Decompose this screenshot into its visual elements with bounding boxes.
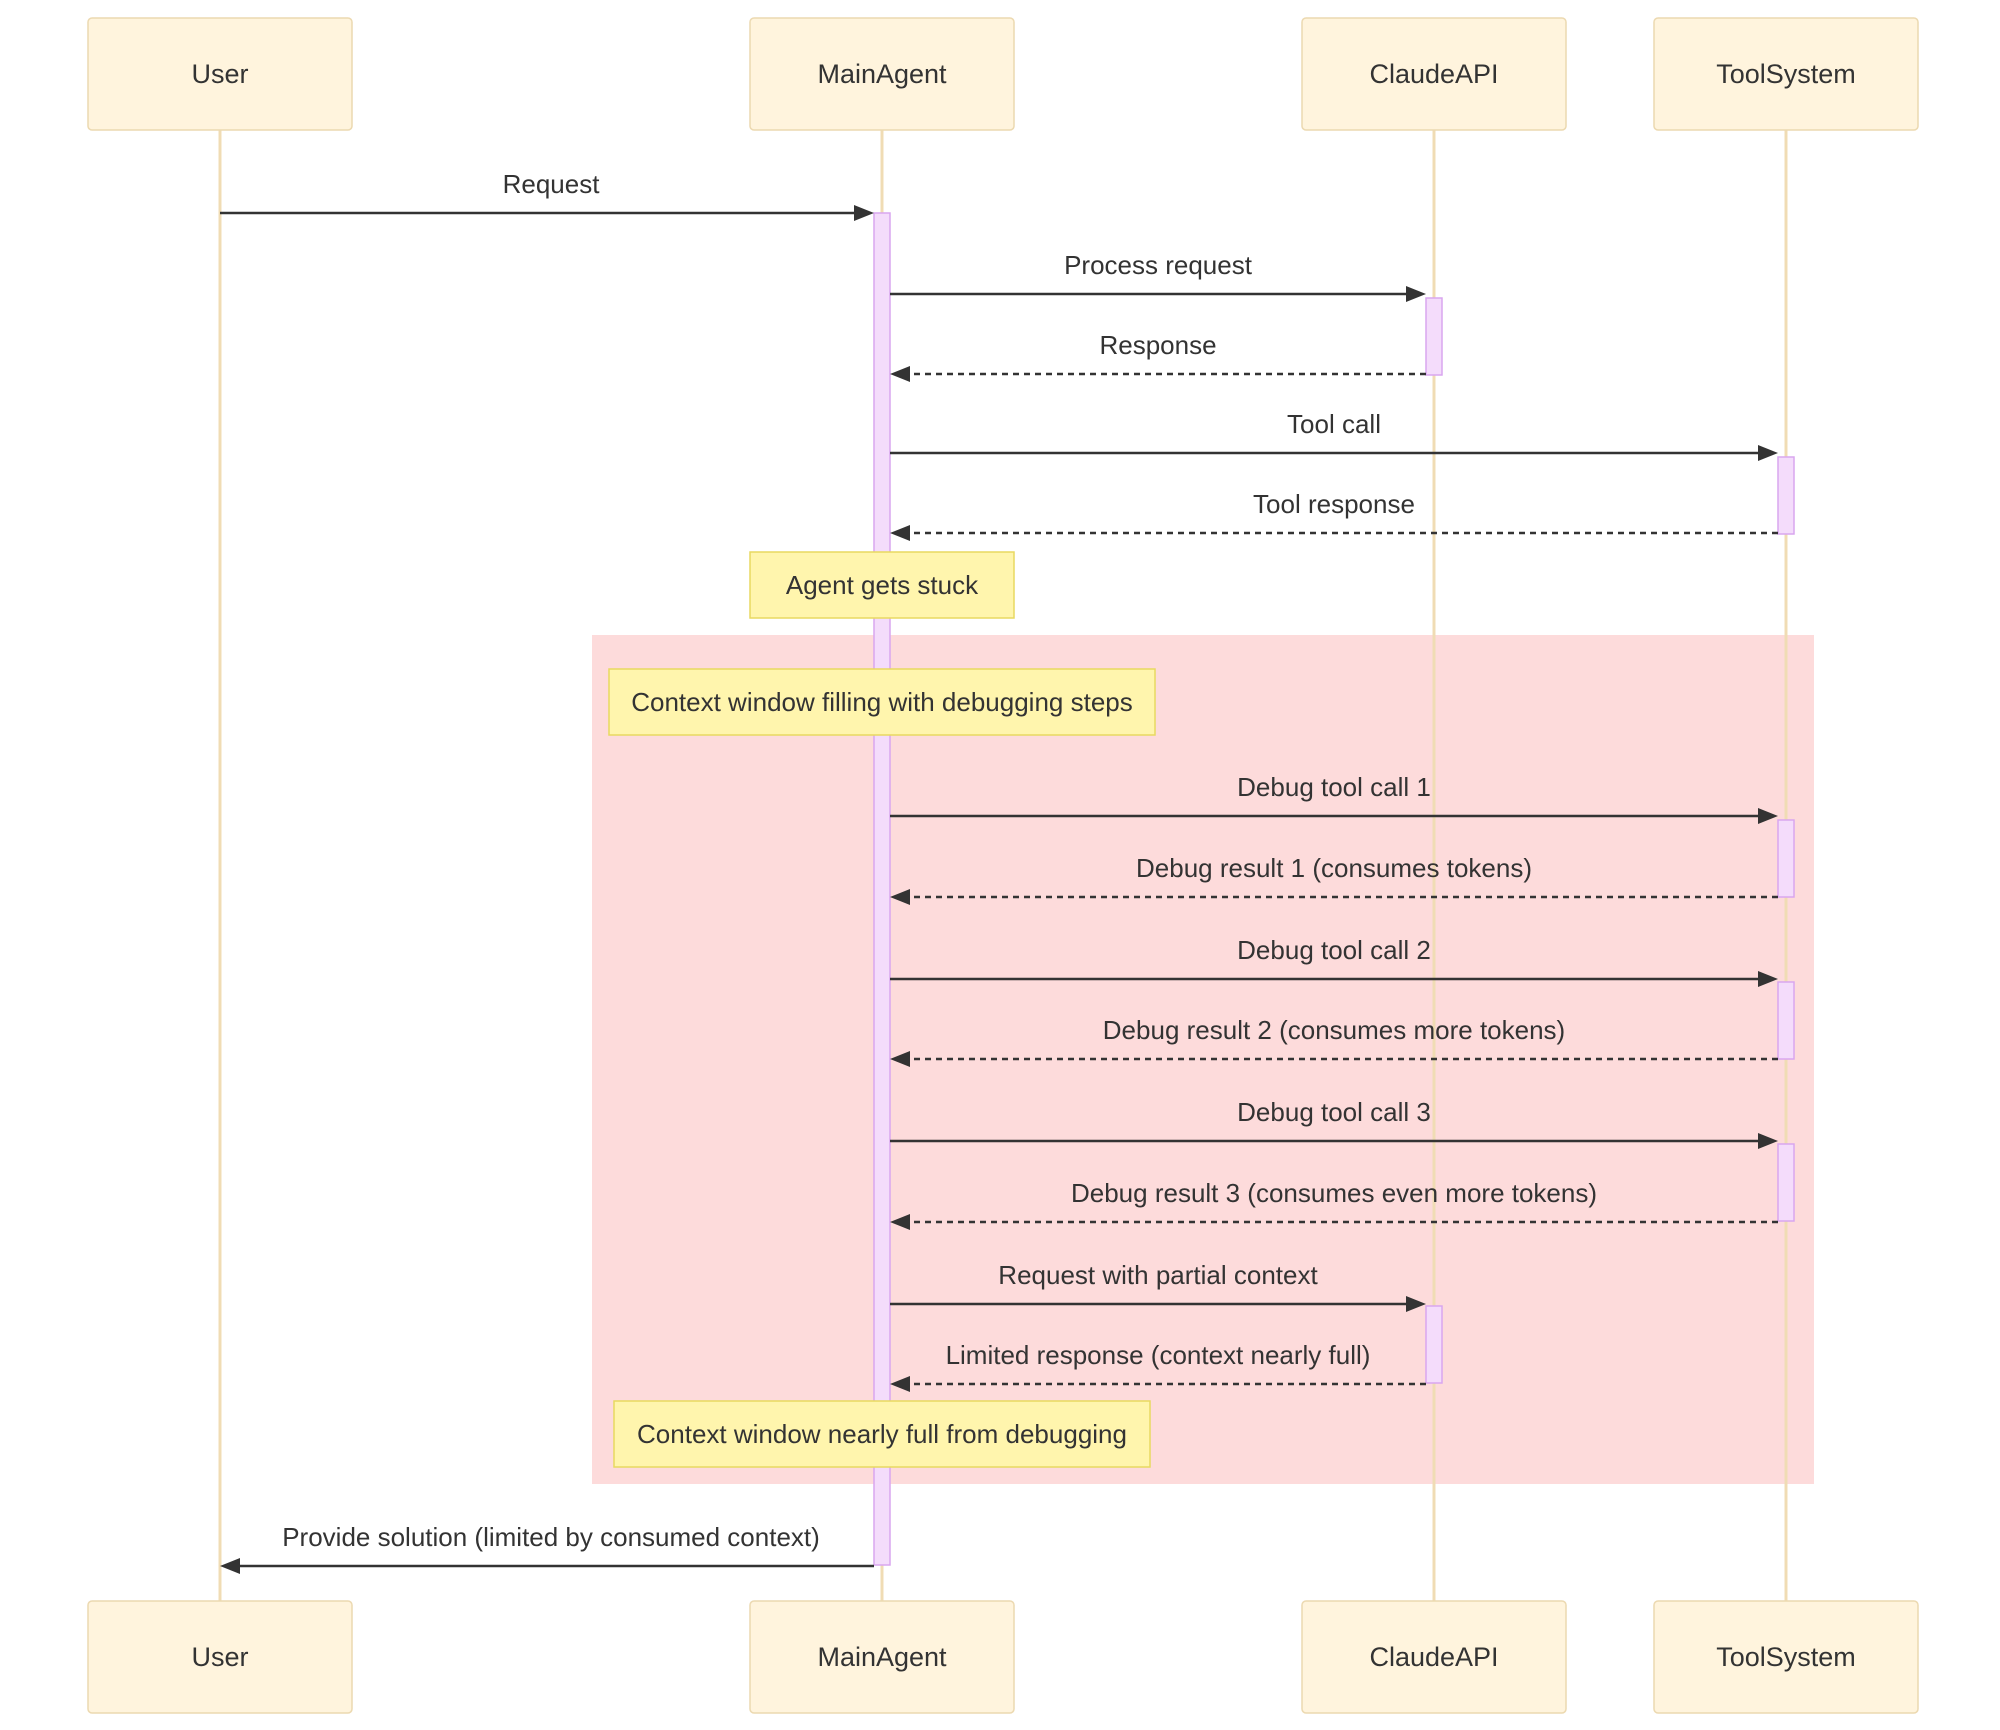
- arrow-head: [890, 1376, 910, 1392]
- arrow-head: [1758, 808, 1778, 824]
- note-box: [613, 1400, 1151, 1468]
- message-m13: Limited response (context nearly full): [890, 1340, 1426, 1392]
- message-label: Debug result 1 (consumes tokens): [1136, 853, 1532, 883]
- message-m12: Request with partial context: [890, 1260, 1426, 1312]
- note-text: Context window filling with debugging st…: [631, 687, 1133, 717]
- actor-tool-top: ToolSystem: [1653, 17, 1919, 131]
- arrow-head: [220, 1558, 240, 1574]
- message-label: Process request: [1064, 250, 1253, 280]
- arrow-head: [890, 1214, 910, 1230]
- actor-label: ToolSystem: [1716, 1642, 1856, 1672]
- note-n1: Agent gets stuck: [749, 551, 1015, 619]
- message-m9: Debug result 2 (consumes more tokens): [890, 1015, 1778, 1067]
- arrow-head: [1758, 445, 1778, 461]
- message-label: Debug tool call 2: [1237, 935, 1431, 965]
- arrow-head: [1406, 1296, 1426, 1312]
- arrow-head: [890, 889, 910, 905]
- actor-tool-bottom: ToolSystem: [1653, 1600, 1919, 1714]
- arrow-head: [890, 1051, 910, 1067]
- message-m5: Tool response: [890, 489, 1778, 541]
- message-label: Debug tool call 3: [1237, 1097, 1431, 1127]
- message-label: Provide solution (limited by consumed co…: [282, 1522, 820, 1552]
- activation-tool: [1777, 819, 1795, 898]
- activation-main: [873, 212, 891, 1566]
- message-m4: Tool call: [890, 409, 1778, 461]
- actor-claude-top: ClaudeAPI: [1301, 17, 1567, 131]
- actor-main-top: MainAgent: [749, 17, 1015, 131]
- message-label: Tool response: [1253, 489, 1415, 519]
- message-m14: Provide solution (limited by consumed co…: [220, 1522, 874, 1574]
- actor-user-bottom: User: [87, 1600, 353, 1714]
- actor-box: [87, 1600, 353, 1714]
- actor-label: User: [191, 1642, 248, 1672]
- note-n3: Context window nearly full from debuggin…: [613, 1400, 1151, 1468]
- note-text: Context window nearly full from debuggin…: [637, 1419, 1127, 1449]
- message-m1: Request: [220, 169, 874, 221]
- message-label: Debug result 3 (consumes even more token…: [1071, 1178, 1597, 1208]
- note-box: [608, 668, 1156, 736]
- actor-box: [749, 17, 1015, 131]
- actor-label: ClaudeAPI: [1369, 1642, 1498, 1672]
- actor-box: [749, 1600, 1015, 1714]
- actor-box: [1653, 1600, 1919, 1714]
- actor-box: [87, 17, 353, 131]
- message-label: Response: [1099, 330, 1216, 360]
- note-box: [749, 551, 1015, 619]
- activation-tool: [1777, 1143, 1795, 1222]
- actor-claude-bottom: ClaudeAPI: [1301, 1600, 1567, 1714]
- activation-claude: [1425, 297, 1443, 376]
- activation-tool: [1777, 456, 1795, 535]
- actor-box: [1653, 17, 1919, 131]
- actor-label: User: [191, 59, 248, 89]
- message-m8: Debug tool call 2: [890, 935, 1778, 987]
- activation-claude: [1425, 1305, 1443, 1384]
- note-text: Agent gets stuck: [786, 570, 979, 600]
- actor-box: [1301, 1600, 1567, 1714]
- message-label: Request: [503, 169, 601, 199]
- activation-tool: [1777, 981, 1795, 1060]
- actor-box: [1301, 17, 1567, 131]
- actor-user-top: User: [87, 17, 353, 131]
- message-label: Debug result 2 (consumes more tokens): [1103, 1015, 1565, 1045]
- actor-label: ClaudeAPI: [1369, 59, 1498, 89]
- message-m11: Debug result 3 (consumes even more token…: [890, 1178, 1778, 1230]
- actor-label: MainAgent: [817, 59, 947, 89]
- actor-label: MainAgent: [817, 1642, 947, 1672]
- message-m7: Debug result 1 (consumes tokens): [890, 853, 1778, 905]
- arrow-head: [1758, 1133, 1778, 1149]
- message-label: Debug tool call 1: [1237, 772, 1431, 802]
- note-n2: Context window filling with debugging st…: [608, 668, 1156, 736]
- actor-main-bottom: MainAgent: [749, 1600, 1015, 1714]
- message-m10: Debug tool call 3: [890, 1097, 1778, 1149]
- arrow-head: [890, 525, 910, 541]
- arrow-head: [1758, 971, 1778, 987]
- message-m2: Process request: [890, 250, 1426, 302]
- message-label: Limited response (context nearly full): [946, 1340, 1371, 1370]
- arrow-head: [890, 366, 910, 382]
- message-label: Tool call: [1287, 409, 1381, 439]
- actor-label: ToolSystem: [1716, 59, 1856, 89]
- arrow-head: [854, 205, 874, 221]
- message-m6: Debug tool call 1: [890, 772, 1778, 824]
- arrow-head: [1406, 286, 1426, 302]
- message-m3: Response: [890, 330, 1426, 382]
- message-label: Request with partial context: [998, 1260, 1318, 1290]
